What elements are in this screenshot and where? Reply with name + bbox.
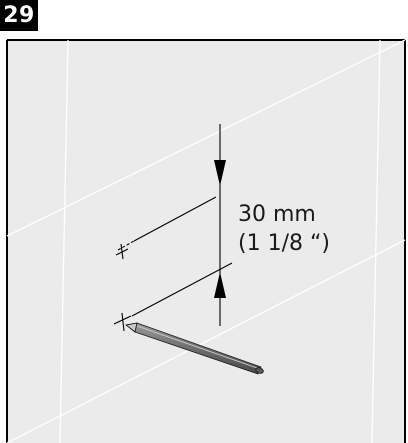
- wall-surface: [7, 40, 405, 443]
- upper-line-dashed: [117, 240, 135, 251]
- step-number-badge: 29: [0, 0, 38, 31]
- upper-reference-line: [117, 196, 217, 251]
- tile-joint-diagonal-upper: [6, 39, 406, 237]
- tile-joint-vertical-left: [59, 39, 69, 443]
- upper-cross-mark: [115, 243, 129, 260]
- dimension-arrow-top: [214, 160, 226, 186]
- tile-joint-lines: [6, 39, 406, 443]
- dimension-label-imperial: (1 1/8 “): [238, 231, 330, 256]
- upper-line-solid: [133, 196, 217, 242]
- tile-joint-diagonal-lower: [6, 239, 406, 443]
- pencil-icon: [125, 322, 264, 375]
- lower-line-solid: [131, 262, 233, 317]
- dimension-label-metric: 30 mm: [238, 202, 316, 227]
- lower-cross-mark: [113, 312, 132, 332]
- dimension-arrow-bottom: [214, 272, 226, 298]
- tile-joint-vertical-right: [371, 39, 381, 443]
- lower-reference-line: [131, 262, 233, 317]
